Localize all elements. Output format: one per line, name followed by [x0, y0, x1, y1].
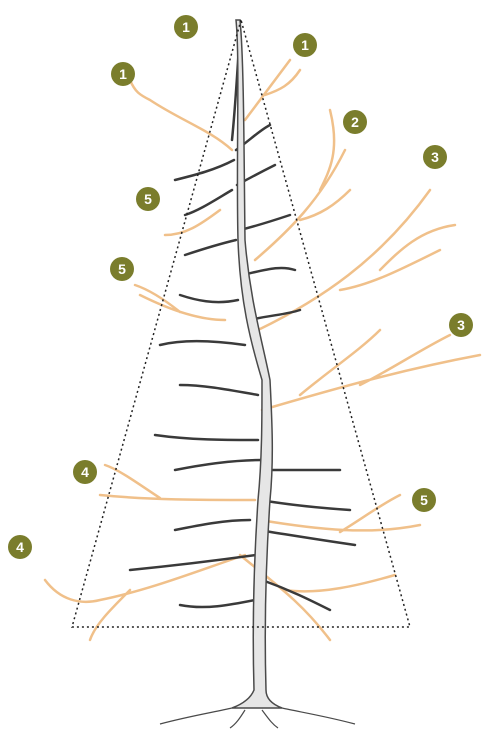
marker-label: 1 [301, 37, 309, 53]
marker-11: 4 [8, 535, 32, 559]
marker-3: 1 [111, 62, 135, 86]
kept-branch-left-2 [160, 341, 245, 345]
tree-roots [160, 708, 355, 728]
marker-label: 1 [119, 66, 127, 82]
kept-branch-left-6 [180, 600, 255, 607]
pruned-branch-upper-right [255, 110, 350, 260]
marker-label: 4 [16, 539, 24, 555]
marker-label: 3 [431, 149, 439, 165]
kept-branch-right-2 [250, 310, 300, 320]
pruned-branch-top-left [130, 80, 232, 150]
tree-trunk [232, 20, 282, 708]
marker-6: 5 [136, 187, 160, 211]
kept-branch-right-3 [260, 470, 350, 510]
marker-8: 3 [449, 313, 473, 337]
pruned-branch-lower-right [260, 495, 420, 532]
marker-label: 5 [118, 261, 126, 277]
pruned-branch-right-long [258, 190, 455, 330]
marker-4: 2 [343, 110, 367, 134]
kept-branch-left-5 [130, 520, 256, 570]
marker-label: 3 [457, 317, 465, 333]
marker-9: 4 [73, 460, 97, 484]
marker-10: 5 [412, 488, 436, 512]
pruned-branch-right-low [262, 330, 480, 410]
marker-5: 3 [423, 145, 447, 169]
marker-label: 2 [351, 114, 359, 130]
marker-label: 5 [420, 492, 428, 508]
kept-branch-left-1 [180, 240, 238, 302]
marker-7: 5 [110, 257, 134, 281]
kept-branch-left-3 [155, 385, 258, 440]
pruned-branch-upper-left-5 [165, 210, 220, 235]
marker-label: 5 [144, 191, 152, 207]
kept-branch-upper-left [175, 160, 234, 215]
marker-1: 1 [174, 15, 198, 39]
marker-label: 1 [182, 19, 190, 35]
kept-branch-left-4 [175, 460, 262, 470]
pruned-branch-top-right [245, 60, 300, 120]
marker-label: 4 [81, 464, 89, 480]
marker-2: 1 [293, 33, 317, 57]
kept-branch-right-5 [262, 580, 330, 610]
